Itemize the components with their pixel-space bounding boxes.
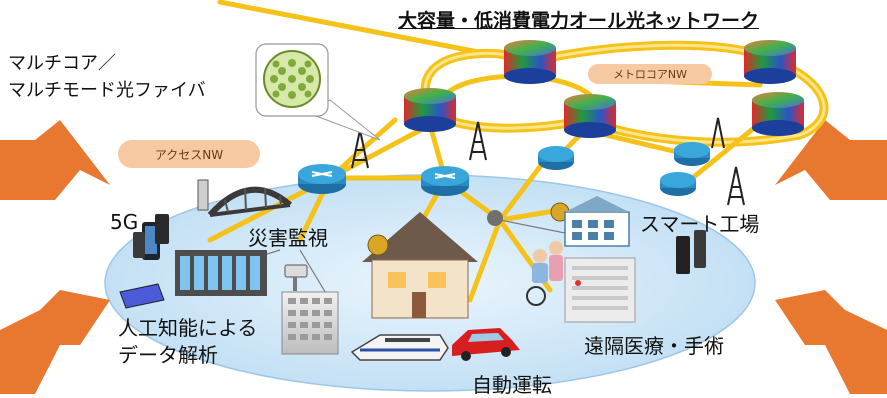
label-smart-factory: スマート工場	[640, 212, 760, 236]
train-icon	[350, 334, 449, 361]
metro-core-nw-label: メトロコアNW	[588, 64, 712, 84]
office-building-icon	[281, 291, 339, 355]
core-router-3	[404, 88, 456, 132]
tablet-icon	[119, 283, 165, 309]
smartphone-icon	[133, 214, 169, 260]
fiber-type-label-line1: マルチコア／	[8, 53, 116, 74]
label-ai-data-analysis: 人工知能による データ解析	[118, 315, 318, 369]
arrow-right-top	[775, 120, 887, 200]
fiber-cross-section-icon	[255, 43, 381, 141]
house-icon	[362, 212, 478, 319]
core-router-2	[744, 40, 796, 84]
wheelchair-patient-icon	[526, 241, 563, 306]
core-router-5	[752, 92, 804, 136]
arrow-right-bottom	[775, 290, 887, 394]
camera-icon	[284, 264, 308, 291]
factory-icon	[564, 196, 630, 247]
fiber-type-label-line2: マルチモード光ファイバ	[8, 80, 206, 101]
bridge-icon	[197, 179, 292, 217]
label-autonomous-driving: 自動運転	[472, 373, 552, 397]
access-nw-label: アクセスNW	[118, 140, 260, 168]
access-router-5	[660, 172, 696, 196]
terminal-device-icon	[676, 230, 706, 274]
core-router-4	[564, 94, 616, 138]
label-5g: 5G	[110, 210, 139, 234]
arrow-left-top	[0, 120, 110, 200]
junction-node	[487, 210, 503, 226]
access-router-4	[674, 142, 710, 166]
label-remote-medical: 遠隔医療・手術	[584, 334, 724, 358]
label-disaster-monitoring: 災害監視	[248, 226, 328, 250]
access-router-2	[421, 166, 469, 196]
label-ai-line1: 人工知能による	[118, 316, 258, 340]
hospital-icon	[564, 257, 636, 323]
diagram-title: 大容量・低消費電力オール光ネットワーク	[398, 10, 760, 32]
arrow-left-bottom	[0, 290, 110, 394]
car-icon	[452, 328, 520, 361]
data-center-icon	[175, 250, 267, 296]
fiber-type-label: マルチコア／ マルチモード光ファイバ	[8, 50, 248, 104]
label-ai-line2: データ解析	[118, 343, 218, 367]
orange-arrows	[0, 120, 887, 394]
access-router-1	[298, 164, 346, 194]
access-router-3	[538, 146, 574, 170]
core-router-1	[504, 40, 556, 84]
